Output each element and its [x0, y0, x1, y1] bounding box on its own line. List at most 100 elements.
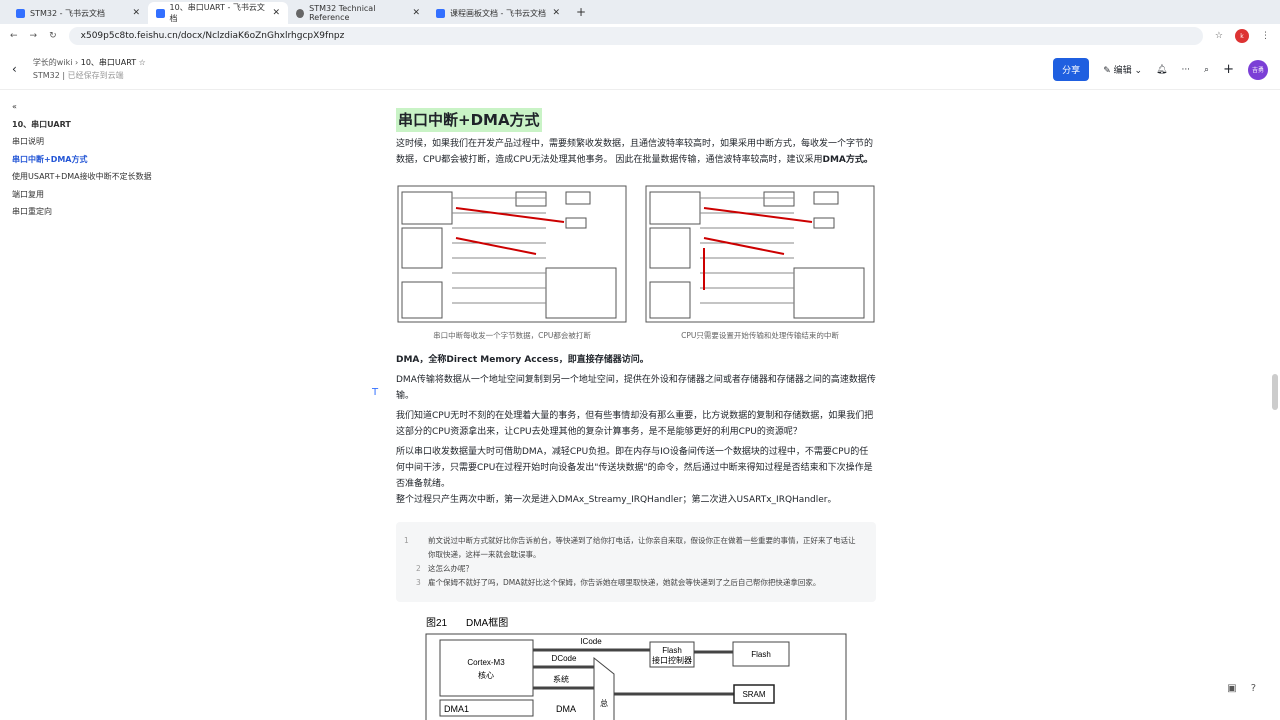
edit-button[interactable]: ✎ 编辑 ⌄: [1103, 66, 1143, 76]
help-icon[interactable]: ?: [1250, 683, 1256, 694]
toc-item[interactable]: 10、串口UART: [12, 119, 71, 129]
plus-icon[interactable]: +: [1223, 62, 1234, 77]
bus-label: 总: [600, 698, 608, 708]
red-arrow: [455, 237, 537, 255]
tab-label: 10、串口UART - 飞书云文档: [169, 3, 265, 23]
system-label: 系统: [553, 674, 569, 684]
toc-item-active[interactable]: 串口中断+DMA方式: [12, 154, 88, 164]
bold-text: DMA方式。: [822, 155, 873, 165]
doc-header: ‹ 学长的wiki › 10、串口UART ☆ STM32 | 已经保存到云端 …: [0, 48, 1280, 90]
dcode-label: DCode: [552, 654, 577, 663]
sram-box: [733, 684, 775, 704]
url-text: x509p5c8to.feishu.cn/docx/NclzdiaK6oZnGh…: [80, 31, 345, 41]
dma-label: DMA: [556, 704, 576, 714]
dma1-box: [439, 699, 534, 717]
diagram-shape: [649, 191, 701, 225]
menu-icon[interactable]: ⋮: [1261, 31, 1270, 41]
diagram-shape: [515, 191, 547, 207]
figure-dma[interactable]: CPU只需要设置开始传输和处理传输结束的中断: [644, 178, 876, 344]
close-icon[interactable]: ✕: [272, 8, 280, 18]
sram-label: SRAM: [742, 690, 765, 699]
toc-item[interactable]: 串口重定向: [12, 207, 52, 216]
section-heading: 串口中断+DMA方式: [396, 108, 542, 132]
figure-caption: CPU只需要设置开始传输和处理传输结束的中断: [681, 331, 839, 340]
diagram-shape: [565, 217, 587, 229]
close-icon[interactable]: ✕: [552, 8, 560, 18]
share-button[interactable]: 分享: [1053, 58, 1090, 81]
tab-stm32[interactable]: STM32 - 飞书云文档 ✕: [8, 2, 148, 24]
close-icon[interactable]: ✕: [412, 8, 420, 18]
breadcrumb: 学长的wiki › 10、串口UART ☆ STM32 | 已经保存到云端: [32, 57, 146, 80]
paragraph: DMA传输将数据从一个地址空间复制到另一个地址空间，提供在外设和存储器之间或者存…: [396, 375, 876, 401]
reload-icon[interactable]: ↻: [49, 31, 57, 41]
close-icon[interactable]: ✕: [132, 8, 140, 18]
paragraph: 整个过程只产生两次中断，第一次是进入DMAx_Streamy_IRQHandle…: [396, 495, 837, 505]
dma-block-diagram[interactable]: 图21 DMA框图 Cortex-M3 核心 ICode DCode 系统 总 …: [396, 614, 876, 720]
star-icon[interactable]: ☆: [1214, 31, 1223, 41]
share-label: 分享: [1062, 66, 1081, 76]
code-text: 这怎么办呢？: [428, 564, 473, 573]
tab-label: STM32 Technical Reference: [309, 4, 376, 22]
profile-icon[interactable]: k: [1235, 29, 1249, 43]
search-icon[interactable]: ⌕: [1204, 64, 1210, 75]
back-chevron-icon[interactable]: ‹: [12, 61, 17, 76]
avatar-text: 吉勇: [1251, 67, 1264, 74]
diagram-frame: [425, 633, 847, 720]
avatar[interactable]: 吉勇: [1248, 59, 1268, 80]
breadcrumb-current: 10、串口UART: [80, 57, 137, 67]
toc-item[interactable]: 端口复用: [12, 189, 44, 199]
more-icon[interactable]: ···: [1181, 64, 1191, 75]
toc-item[interactable]: 使用USART+DMA接收中断不定长数据: [12, 172, 152, 181]
flash-interface-label: Flash: [662, 646, 682, 655]
new-tab-button[interactable]: +: [576, 5, 587, 19]
save-status: 已经保存到云端: [67, 70, 124, 80]
paragraph: 这时候，如果我们在开发产品过程中，需要频繁收发数据，且通信波特率较高时，如果采用…: [396, 136, 876, 168]
space-label[interactable]: STM32: [32, 70, 60, 80]
diagram-shape: [565, 191, 591, 205]
core-label: Cortex-M3: [467, 658, 505, 667]
paragraph: 所以串口收发数据量大时可借助DMA，减轻CPU负担。即在内存与IO设备间传送一个…: [396, 447, 873, 489]
tab-label: STM32 - 飞书云文档: [30, 8, 106, 18]
collapse-toc-icon[interactable]: «: [12, 102, 17, 111]
dma-diagram-image: [397, 185, 627, 323]
toc-item[interactable]: 串口说明: [12, 137, 44, 146]
diagram-shape: [649, 227, 691, 269]
breadcrumb-root[interactable]: 学长的wiki: [32, 57, 73, 67]
layout-icon[interactable]: ▣: [1227, 683, 1237, 694]
doc-icon: [156, 8, 165, 18]
bus-matrix: [593, 656, 615, 720]
diagram-shape: [397, 185, 627, 323]
feishu-icon: [16, 8, 25, 18]
bold-text: DMA，全称Direct Memory Access，即直接存储器访问。: [396, 355, 649, 365]
flash-label: Flash: [751, 650, 771, 659]
text-block-handle-icon[interactable]: T: [372, 387, 379, 398]
tab-bar: STM32 - 飞书云文档 ✕ 10、串口UART - 飞书云文档 ✕ STM32 …: [0, 0, 1280, 24]
figure-interrupt[interactable]: 串口中断每收发一个字节数据，CPU都会被打断: [396, 178, 628, 344]
tab-board[interactable]: 课程画板文档 - 飞书云文档✕: [428, 2, 568, 24]
diagram-shape: [813, 191, 839, 205]
diagram-shape: [813, 217, 835, 229]
diagram-shape: [545, 267, 617, 319]
diagram-shape: [763, 191, 795, 207]
figure-title: DMA框图: [466, 616, 508, 629]
document-body: 串口中断+DMA方式 这时候，如果我们在开发产品过程中，需要频繁收发数据，且通信…: [396, 108, 876, 720]
bell-icon[interactable]: 🔔︎: [1156, 64, 1168, 75]
tab-uart[interactable]: 10、串口UART - 飞书云文档 ✕: [148, 2, 288, 24]
url-input[interactable]: x509p5c8to.feishu.cn/docx/NclzdiaK6oZnGh…: [68, 27, 1203, 45]
tab-reference[interactable]: STM32 Technical Reference ✕: [288, 2, 428, 24]
scrollbar[interactable]: [1272, 374, 1278, 410]
globe-icon: [296, 8, 305, 18]
address-bar: ← → ↻ x509p5c8to.feishu.cn/docx/NclzdiaK6o…: [0, 24, 1280, 48]
back-icon[interactable]: ←: [10, 31, 18, 41]
core-label: 核心: [478, 670, 494, 680]
forward-icon[interactable]: →: [29, 31, 38, 41]
dma-diagram-image: [645, 185, 875, 323]
diagram-shape: [401, 191, 453, 225]
core-box: [439, 639, 534, 697]
figure-number: 图21: [426, 617, 448, 629]
diagram-shape: [401, 227, 443, 269]
red-arrow: [703, 237, 785, 255]
code-text: 雇个保姆不就好了吗，DMA就好比这个保姆，你告诉她在哪里取快递，她就会等快递到了…: [428, 578, 821, 587]
